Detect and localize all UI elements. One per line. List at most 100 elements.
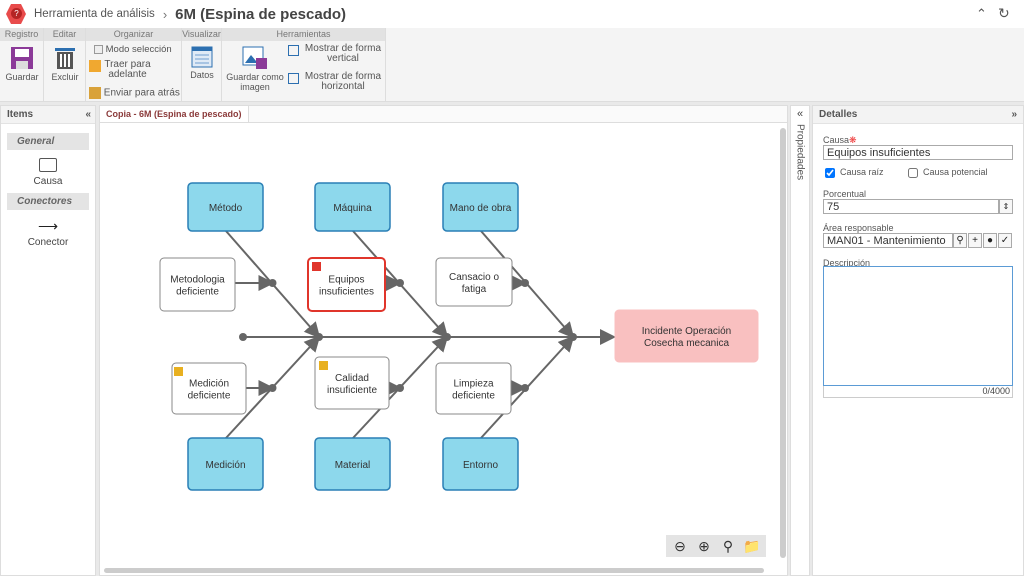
- breadcrumb-parent[interactable]: Herramienta de análisis: [34, 8, 155, 20]
- cause-label: Causa❋: [823, 135, 857, 145]
- cause-box[interactable]: [435, 257, 513, 307]
- vertical-scrollbar[interactable]: [780, 128, 786, 558]
- stepper-icon[interactable]: ⇕: [999, 199, 1013, 214]
- area-label: Área responsable: [823, 223, 894, 233]
- group-label: Registro: [0, 28, 43, 41]
- properties-tab-label: Propiedades: [794, 124, 806, 181]
- show-horizontal-label: Mostrar de forma horizontal: [304, 71, 382, 92]
- show-horizontal-button[interactable]: Mostrar de forma horizontal: [286, 72, 386, 92]
- zoom-in-icon[interactable]: ⊕: [698, 538, 710, 554]
- details-header: Detalles»: [813, 106, 1023, 124]
- section-connectors: Conectores: [7, 193, 89, 210]
- category-box-bottom[interactable]: [442, 437, 519, 491]
- folder-settings-icon[interactable]: 📁: [743, 538, 761, 554]
- save-as-image-button[interactable]: Guardar como imagen: [224, 46, 286, 92]
- zoom-fit-icon[interactable]: ⚲: [722, 538, 734, 554]
- clear-icon[interactable]: ✓: [998, 233, 1012, 248]
- group-label: Herramientas: [222, 28, 385, 41]
- floppy-disk-icon: [11, 47, 33, 69]
- breadcrumb-separator: ›: [162, 6, 168, 22]
- user-icon[interactable]: ●: [983, 233, 997, 248]
- category-box-top-label: Método: [209, 203, 243, 214]
- junction-dot[interactable]: [315, 333, 323, 341]
- data-button[interactable]: Datos: [185, 46, 219, 80]
- cause-box[interactable]: [435, 362, 512, 415]
- cause-input[interactable]: [823, 145, 1013, 160]
- category-box-top-label: Máquina: [333, 203, 372, 214]
- potential-cause-checkbox[interactable]: Causa potencial: [908, 167, 988, 178]
- table-icon: [191, 46, 213, 68]
- connector-item[interactable]: ⟶Conector: [1, 218, 95, 248]
- rectangle-icon: [39, 158, 57, 172]
- description-label: Descripción: [823, 258, 871, 268]
- details-panel: Detalles» Causa❋ Causa raíz Causa potenc…: [812, 105, 1024, 576]
- root-cause-checkbox[interactable]: Causa raíz: [825, 167, 884, 178]
- double-chevron-up-icon[interactable]: ⌃: [976, 6, 987, 21]
- add-icon[interactable]: +: [968, 233, 982, 248]
- group-registro: Registro Guardar: [0, 28, 44, 102]
- group-visualizar: Visualizar Datos: [182, 28, 222, 102]
- app-logo-icon: ?: [6, 4, 26, 24]
- junction-dot[interactable]: [569, 333, 577, 341]
- effect-box[interactable]: [614, 309, 759, 363]
- save-button[interactable]: Guardar: [4, 46, 40, 82]
- category-box-bottom-label: Medición: [205, 460, 245, 471]
- items-panel: Items« General Causa Conectores ⟶Conecto…: [0, 105, 96, 576]
- properties-tab[interactable]: « Propiedades: [790, 105, 810, 576]
- image-save-icon: [242, 46, 267, 69]
- delete-label: Excluir: [51, 72, 79, 82]
- refresh-icon[interactable]: ↻: [998, 5, 1010, 21]
- cause-box[interactable]: [314, 356, 390, 410]
- zoom-out-icon[interactable]: ⊖: [674, 538, 686, 554]
- horizontal-scrollbar[interactable]: [104, 568, 764, 573]
- category-box-bottom[interactable]: [187, 437, 264, 491]
- search-icon[interactable]: ⚲: [953, 233, 967, 248]
- tab-diagram[interactable]: Copia - 6M (Espina de pescado): [100, 106, 249, 122]
- show-vertical-button[interactable]: Mostrar de forma vertical: [286, 44, 386, 64]
- items-title: Items: [7, 109, 34, 120]
- selection-mode-checkbox[interactable]: Modo selección: [94, 45, 172, 55]
- percent-input[interactable]: [823, 199, 999, 214]
- expand-left-icon[interactable]: «: [796, 108, 804, 120]
- cause-box[interactable]: [159, 257, 236, 312]
- description-textarea[interactable]: [823, 266, 1013, 386]
- group-label: Visualizar: [182, 28, 221, 41]
- delete-button[interactable]: Excluir: [48, 46, 82, 82]
- category-box-bottom[interactable]: [314, 437, 391, 491]
- cause-box[interactable]: [171, 362, 247, 415]
- group-label: Organizar: [86, 28, 181, 41]
- collapse-left-icon[interactable]: «: [85, 109, 91, 120]
- zoom-toolbar: ⊖ ⊕ ⚲ 📁: [666, 535, 766, 557]
- cause-item-label: Causa: [33, 176, 63, 187]
- junction-dot[interactable]: [443, 333, 451, 341]
- send-back-button[interactable]: Enviar para atrás: [89, 87, 180, 99]
- horizontal-layout-icon: [288, 73, 299, 84]
- collapse-right-icon[interactable]: »: [1011, 109, 1017, 120]
- puzzle-icon[interactable]: [312, 262, 321, 271]
- selected-cause-box[interactable]: [307, 257, 386, 312]
- vertical-layout-icon: [288, 45, 299, 56]
- puzzle-icon[interactable]: [319, 361, 328, 370]
- cause-item[interactable]: Causa: [1, 158, 95, 187]
- category-box-top[interactable]: [442, 182, 519, 232]
- ribbon-toolbar: Registro Guardar Editar Excluir Organiza…: [0, 28, 1024, 102]
- bring-forward-button[interactable]: Traer para adelante: [89, 60, 179, 80]
- category-box-bottom-label: Material: [335, 460, 371, 471]
- category-box-top[interactable]: [187, 182, 264, 232]
- bring-forward-icon: [89, 60, 101, 72]
- category-box-top[interactable]: [314, 182, 391, 232]
- selection-mode-label: Modo selección: [105, 44, 172, 56]
- bring-forward-label: Traer para adelante: [104, 59, 151, 80]
- area-input[interactable]: [823, 233, 953, 248]
- send-back-label: Enviar para atrás: [103, 87, 180, 99]
- puzzle-icon[interactable]: [174, 367, 183, 376]
